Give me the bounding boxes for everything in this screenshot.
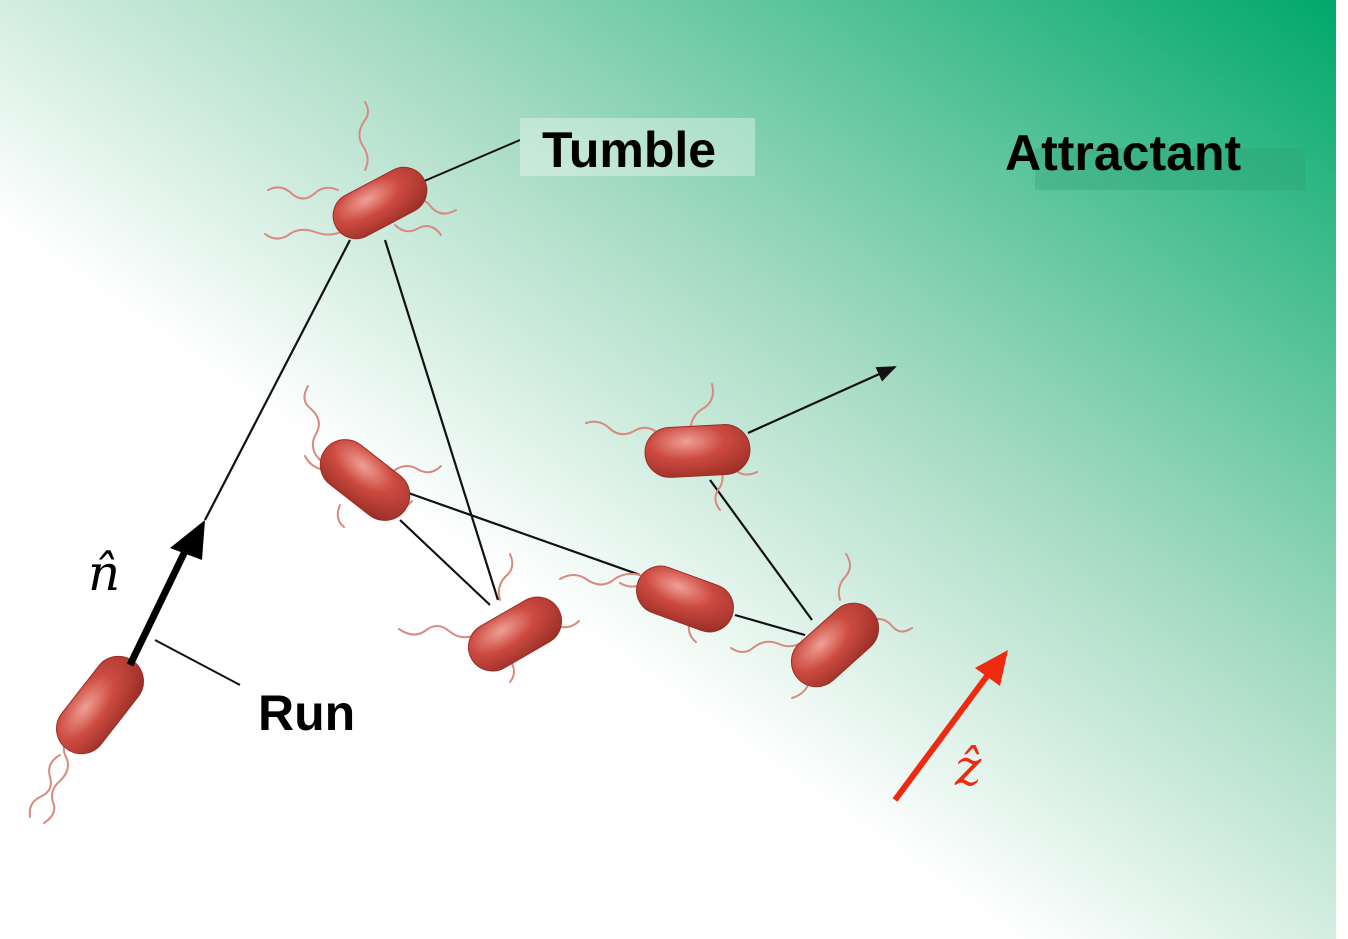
n-hat-label: n̂ <box>88 544 120 602</box>
z-hat-label: ẑ <box>954 739 982 797</box>
tumble-label: Tumble <box>542 122 716 178</box>
bacterium-upper-right <box>644 423 751 478</box>
attractant-label: Attractant <box>1005 125 1241 181</box>
right-white-margin <box>1336 0 1348 939</box>
run-label: Run <box>258 685 355 741</box>
